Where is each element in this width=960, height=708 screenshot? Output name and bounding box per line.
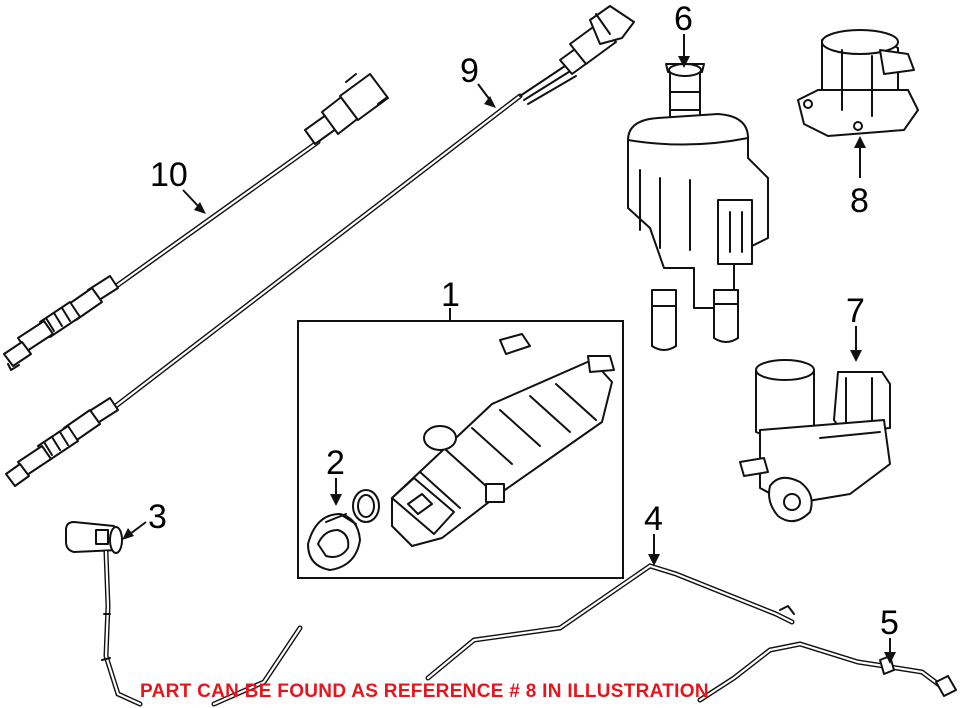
- part-10-oxygen-sensor: [3, 73, 389, 371]
- callout-8: 8: [850, 182, 869, 220]
- part-8-sensor-module: [797, 29, 919, 137]
- leader-lines: [122, 34, 896, 664]
- callout-1: 1: [441, 276, 460, 314]
- part-5-hose: [697, 641, 957, 703]
- part-4-tube: [425, 563, 795, 681]
- part-1-assembly-box: [297, 320, 624, 579]
- callout-5: 5: [880, 604, 899, 642]
- part-7-vent-valve: [739, 359, 891, 523]
- callout-4: 4: [644, 500, 663, 538]
- callout-6: 6: [674, 0, 693, 38]
- reference-note: PART CAN BE FOUND AS REFERENCE # 8 IN IL…: [140, 681, 709, 702]
- callout-2: 2: [326, 444, 345, 482]
- callout-10: 10: [150, 156, 188, 194]
- part-2-fitting: [307, 489, 380, 571]
- callout-7: 7: [846, 292, 865, 330]
- part-9-oxygen-sensor: [5, 5, 635, 487]
- part-3-sensor: [65, 521, 303, 707]
- callout-3: 3: [148, 498, 167, 536]
- callout-9: 9: [460, 52, 479, 90]
- part-1-canister: [391, 333, 615, 547]
- part-6-purge-valve: [627, 63, 769, 351]
